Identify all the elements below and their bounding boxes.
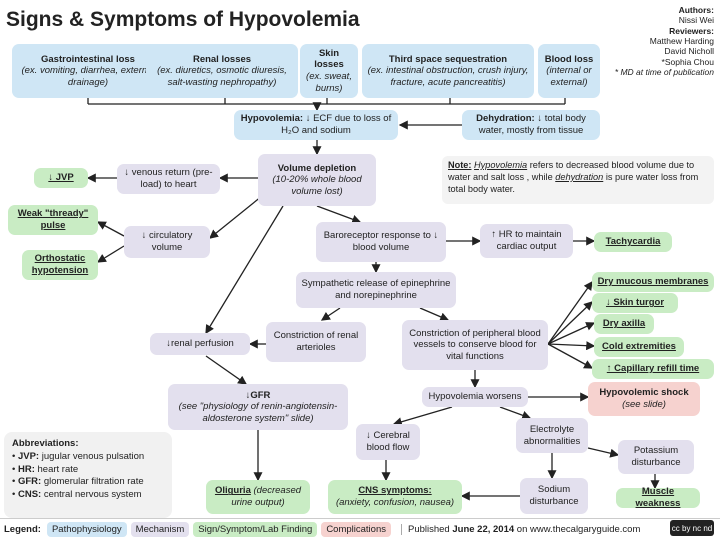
cerebral-flow-box: ↓ Cerebral blood flow (356, 424, 420, 460)
legend-complications: Complications (321, 521, 391, 537)
dry-mucous-box: Dry mucous membranes (592, 272, 714, 292)
cold-extremities-box: Cold extremities (594, 337, 684, 357)
note-label: Note: (448, 160, 472, 170)
cause-detail: (ex. diuretics, osmotic diuresis, salt-w… (157, 65, 287, 88)
cause-title: Renal losses (192, 53, 252, 65)
cns-title: CNS symptoms: (358, 485, 432, 497)
oliguria-title: Oliguria (214, 485, 251, 497)
author-name: Nissi Wei (678, 15, 714, 26)
circulatory-volume-box: ↓ circulatory volume (124, 226, 210, 258)
cause-renal: Renal losses (ex. diuretics, osmotic diu… (146, 44, 298, 98)
note-box: Note: Hypovolemia refers to decreased bl… (442, 156, 714, 204)
abbreviations-box: Abbreviations: • JVP: jugular venous pul… (4, 432, 172, 518)
hypovolemia-text: ↓ ECF due to loss of H₂O and sodium (281, 113, 392, 136)
cause-title: Blood loss (544, 53, 594, 65)
note-text: refers to decreased blood volume due to … (448, 160, 695, 182)
cause-blood-loss: Blood loss (internal or external) (538, 44, 600, 98)
sodium-box: Sodium disturbance (520, 478, 588, 514)
renal-perfusion-box: ↓renal perfusion (150, 333, 250, 355)
hypovolemia-label: Hypovolemia: (240, 113, 304, 125)
volume-depletion-title: Volume depletion (277, 162, 357, 174)
sympathetic-box: Sympathetic release of epinephrine and n… (296, 272, 456, 308)
cause-skin: Skin losses (ex. sweat, burns) (300, 44, 358, 98)
page-title: Signs & Symptoms of Hypovolemia (6, 8, 360, 31)
authors-note: * MD at time of publication (614, 67, 714, 78)
legend-bar: Legend: Pathophysiology Mechanism Sign/S… (0, 518, 720, 539)
dehydration-text: ↓ total body water, mostly from tissue (478, 113, 586, 136)
abbreviations-heading: Abbreviations: (12, 438, 79, 449)
hypovolemic-shock-box: Hypovolemic shock (see slide) (588, 382, 700, 416)
orthostatic-box: Orthostatic hypotension (22, 250, 98, 280)
cause-title: Gastrointestinal loss (41, 53, 135, 65)
legend-label: Legend: (4, 523, 41, 535)
reviewer-name: Matthew Harding (649, 36, 714, 47)
shock-title: Hypovolemic shock (599, 387, 689, 399)
cause-title: Skin losses (314, 47, 344, 71)
reviewers-label: Reviewers: (669, 25, 714, 36)
cause-detail: (ex. intestinal obstruction, crush injur… (367, 65, 529, 88)
license-badge: cc by nc nd (670, 520, 714, 536)
baroreceptor-box: Baroreceptor response to ↓ blood volume (316, 222, 446, 262)
hypovolemia-box: Hypovolemia: ↓ ECF due to loss of H₂O an… (234, 110, 398, 140)
volume-depletion-detail: (10-20% whole blood volume lost) (272, 174, 362, 197)
cause-detail: (ex. sweat, burns) (306, 71, 352, 94)
gfr-title: ↓GFR (245, 389, 271, 401)
capillary-refill-box: ↑ Capillary refill time (592, 359, 714, 379)
peripheral-constriction-box: Constriction of peripheral blood vessels… (402, 320, 548, 370)
potassium-box: Potassium disturbance (618, 440, 694, 474)
gfr-detail: (see "physiology of renin-angiotensin-al… (178, 401, 338, 424)
weak-pulse-box: Weak "thready" pulse (8, 205, 98, 235)
oliguria-detail: (decreased urine output) (231, 485, 302, 508)
cns-detail: (anxiety, confusion, nausea) (335, 497, 455, 508)
reviewer-name: David Nicholl (664, 46, 714, 57)
note-text-end: is pure water loss from total body water… (448, 171, 699, 194)
skin-turgor-box: ↓ Skin turgor (592, 293, 678, 313)
abbreviation-item: • GFR: glomerular filtration rate (12, 476, 144, 488)
cause-gastrointestinal: Gastrointestinal loss (ex. vomiting, dia… (12, 44, 164, 98)
legend-sign: Sign/Symptom/Lab Finding (193, 521, 318, 537)
muscle-weakness-box: Muscle weakness (616, 486, 700, 509)
cause-third-space: Third space sequestration (ex. intestina… (362, 44, 534, 98)
cns-symptoms-box: CNS symptoms: (anxiety, confusion, nause… (328, 480, 462, 514)
oliguria-box: Oliguria (decreased urine output) (206, 480, 310, 514)
dehydration-label: Dehydration: (476, 113, 535, 125)
note-dehydration: dehydration (555, 171, 604, 182)
volume-depletion-box: Volume depletion (10-20% whole blood vol… (258, 154, 376, 206)
abbreviation-item: • JVP: jugular venous pulsation (12, 450, 145, 462)
dry-axilla-box: Dry axilla (594, 314, 654, 334)
electrolyte-box: Electrolyte abnormalities (516, 418, 588, 453)
hypovolemia-worsens-box: Hypovolemia worsens (422, 387, 528, 407)
cause-detail: (ex. vomiting, diarrhea, external draina… (21, 65, 155, 88)
dehydration-box: Dehydration: ↓ total body water, mostly … (462, 110, 600, 140)
legend-mechanism: Mechanism (130, 521, 190, 537)
cause-title: Third space sequestration (388, 53, 508, 65)
note-hypovolemia: Hypovolemia (474, 160, 528, 170)
hr-maintain-box: ↑ HR to maintain cardiac output (480, 224, 573, 258)
legend-pathophysiology: Pathophysiology (46, 521, 127, 537)
reviewer-name: *Sophia Chou (661, 56, 714, 67)
authors-block: Authors: Nissi Wei Reviewers: Matthew Ha… (615, 5, 714, 78)
tachycardia-box: Tachycardia (594, 232, 672, 252)
cause-detail: (internal or external) (546, 65, 592, 88)
abbreviation-item: • CNS: central nervous system (12, 489, 142, 501)
published-line: Published June 22, 2014 on www.thecalgar… (400, 523, 640, 535)
authors-label: Authors: (678, 5, 714, 15)
shock-detail: (see slide) (622, 399, 666, 410)
renal-arterioles-box: Constriction of renal arterioles (266, 322, 366, 362)
jvp-box: ↓ JVP (34, 168, 88, 188)
abbreviation-item: • HR: heart rate (12, 463, 79, 475)
venous-return-box: ↓ venous return (pre-load) to heart (117, 164, 220, 194)
gfr-box: ↓GFR (see "physiology of renin-angiotens… (168, 384, 348, 430)
